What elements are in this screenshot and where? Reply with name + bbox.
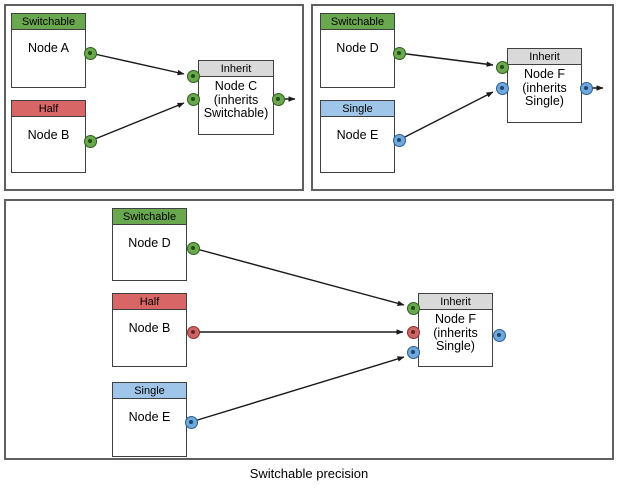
node-f-bottom: Inherit Node F (inherits Single) xyxy=(418,293,493,367)
figure-caption: Switchable precision xyxy=(249,466,369,481)
node-d-label: Node D xyxy=(128,236,171,250)
node-f-type-header: Inherit xyxy=(508,49,581,65)
node-c-output-port xyxy=(271,92,285,106)
port-dot-icon xyxy=(411,306,415,310)
port-dot-icon xyxy=(411,330,415,334)
node-f-label: Node F (inherits Single) xyxy=(433,312,478,353)
node-d-label: Node D xyxy=(336,41,379,55)
port-dot-icon xyxy=(191,97,195,101)
panel-example-3 xyxy=(4,199,614,460)
port-dot-icon xyxy=(500,65,504,69)
node-c-label: Node C (inherits Switchable) xyxy=(203,79,269,120)
node-a-type-header: Switchable xyxy=(12,14,85,30)
node-c-input-port-1 xyxy=(186,69,200,83)
node-b-bottom: Half Node B xyxy=(112,293,187,367)
node-f-type-header: Inherit xyxy=(419,294,492,310)
port-dot-icon xyxy=(191,246,195,250)
port-dot-icon xyxy=(584,86,588,90)
node-b-type-header: Half xyxy=(12,101,85,117)
node-d-bottom: Switchable Node D xyxy=(112,208,187,281)
port-dot-icon xyxy=(191,330,195,334)
node-d-type-header: Switchable xyxy=(321,14,394,30)
node-f-input-port-2 xyxy=(406,325,420,339)
node-e-label: Node E xyxy=(128,410,171,424)
node-c-input-port-2 xyxy=(186,92,200,106)
port-dot-icon xyxy=(88,139,92,143)
port-dot-icon xyxy=(397,51,401,55)
node-a-output-port xyxy=(83,46,97,60)
node-e-type-header: Single xyxy=(321,101,394,117)
node-d-output-port xyxy=(392,46,406,60)
node-e: Single Node E xyxy=(320,100,395,173)
node-c: Inherit Node C (inherits Switchable) xyxy=(198,60,274,135)
node-d-type-header: Switchable xyxy=(113,209,186,225)
node-f-output-port xyxy=(579,81,593,95)
port-dot-icon xyxy=(189,420,193,424)
node-e-bottom: Single Node E xyxy=(112,382,187,457)
node-f-input-port-1 xyxy=(406,301,420,315)
node-b-output-port xyxy=(83,134,97,148)
node-d: Switchable Node D xyxy=(320,13,395,88)
node-e-type-header: Single xyxy=(113,383,186,399)
port-dot-icon xyxy=(411,350,415,354)
port-dot-icon xyxy=(497,333,501,337)
port-dot-icon xyxy=(276,97,280,101)
node-f-label: Node F (inherits Single) xyxy=(522,67,567,108)
node-e-output-port xyxy=(392,133,406,147)
node-a-label: Node A xyxy=(27,41,69,55)
node-e-label: Node E xyxy=(336,128,379,142)
node-b: Half Node B xyxy=(11,100,86,173)
port-dot-icon xyxy=(191,74,195,78)
node-e-output-port xyxy=(184,415,198,429)
node-f-input-port-2 xyxy=(495,81,509,95)
node-f-input-port-3 xyxy=(406,345,420,359)
node-d-output-port xyxy=(186,241,200,255)
node-b-label: Node B xyxy=(27,128,70,142)
port-dot-icon xyxy=(500,86,504,90)
node-f: Inherit Node F (inherits Single) xyxy=(507,48,582,123)
port-dot-icon xyxy=(88,51,92,55)
node-c-type-header: Inherit xyxy=(199,61,273,77)
node-b-type-header: Half xyxy=(113,294,186,310)
node-b-output-port xyxy=(186,325,200,339)
node-f-output-port xyxy=(492,328,506,342)
node-a: Switchable Node A xyxy=(11,13,86,88)
node-f-input-port-1 xyxy=(495,60,509,74)
port-dot-icon xyxy=(397,138,401,142)
node-b-label: Node B xyxy=(128,321,171,335)
